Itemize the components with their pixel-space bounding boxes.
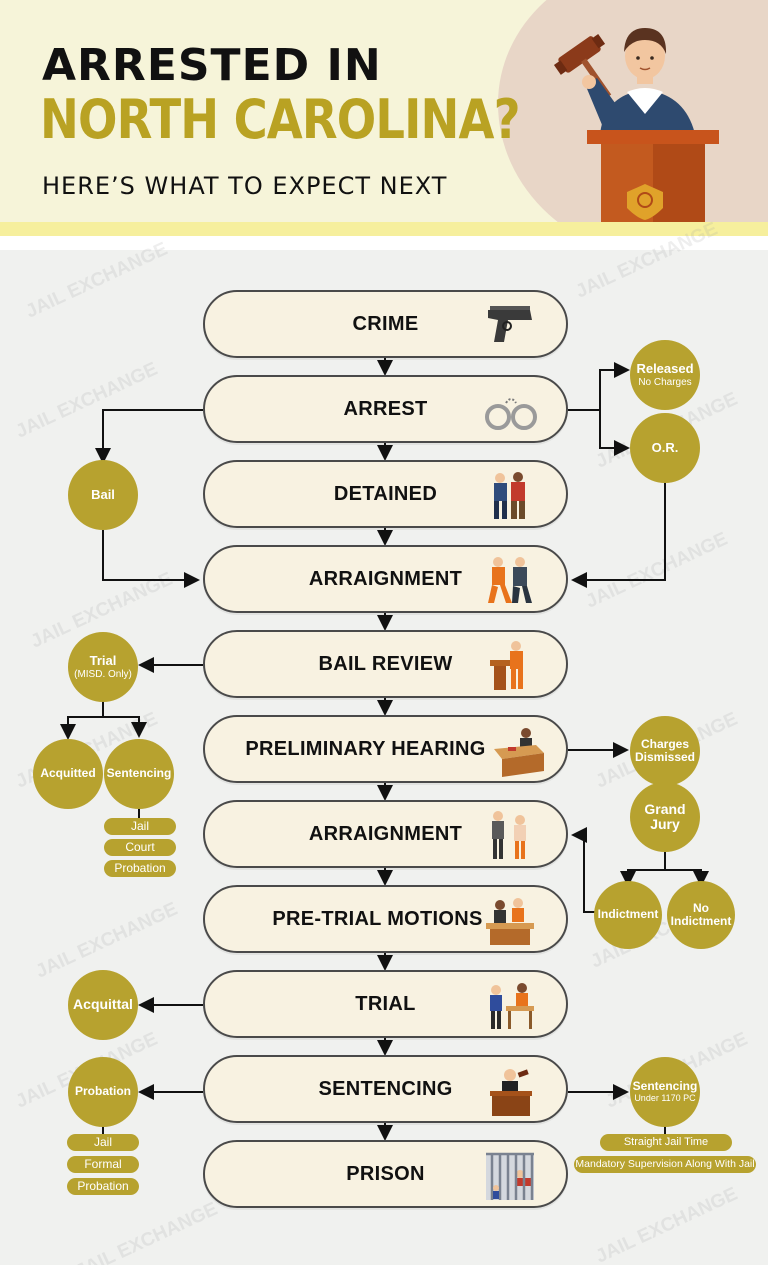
node-label: Charges Dismissed: [634, 736, 696, 764]
node-label: Sentencing: [632, 1079, 698, 1094]
prison-cell-icon: [486, 1152, 534, 1200]
step-bail-review: BAIL REVIEW: [203, 630, 568, 698]
node-or: O.R.: [630, 413, 700, 483]
step-label: BAIL REVIEW: [318, 652, 453, 675]
node-indictment: Indictment: [594, 881, 662, 949]
node-label: Indictment: [597, 907, 659, 922]
step-label: PRELIMINARY HEARING: [245, 737, 486, 760]
step-label: ARRAIGNMENT: [308, 567, 463, 590]
node-grand-jury: Grand Jury: [630, 782, 700, 852]
node-sublabel: (MISD. Only): [74, 668, 132, 680]
node-label: Probation: [75, 1084, 131, 1099]
node-sublabel: No Charges: [638, 376, 692, 388]
step-label: SENTENCING: [318, 1077, 453, 1100]
step-detained: DETAINED: [203, 460, 568, 528]
node-label: Grand Jury: [644, 800, 686, 832]
tag-sentencing-jail: Jail: [104, 818, 176, 835]
arrest-to-bail-connector: [95, 409, 203, 464]
grand-jury-to-outcomes-connector: [620, 852, 666, 887]
indictment-to-arraignment-connector: [571, 827, 596, 913]
node-bail: Bail: [68, 460, 138, 530]
tag-probation-jail: Jail: [67, 1134, 139, 1151]
step-crime: CRIME: [203, 290, 568, 358]
tag-sentencing-court: Court: [104, 839, 176, 856]
step-label: ARRAIGNMENT: [308, 822, 463, 845]
node-label: Released: [636, 361, 694, 377]
step-preliminary-hearing: PRELIMINARY HEARING: [203, 715, 568, 783]
node-label: Acquitted: [40, 766, 96, 781]
step-pre-trial-motions: PRE-TRIAL MOTIONS: [203, 885, 568, 953]
or-to-arraignment-connector: [571, 482, 666, 588]
arrest-to-or-connector: [599, 410, 630, 456]
step-arraignment-2: ARRAIGNMENT: [203, 800, 568, 868]
node-acquitted: Acquitted: [33, 739, 103, 809]
node-label: No Indictment: [670, 900, 732, 928]
courtroom-table-icon: [486, 898, 534, 945]
officer-detaining-icon: [494, 472, 525, 519]
node-released: Released No Charges: [630, 340, 700, 410]
handcuffs-icon: [485, 398, 537, 430]
bail-to-arraignment-connector: [102, 530, 200, 588]
node-sublabel: Under 1170 PC: [634, 1092, 696, 1103]
node-acquittal: Acquittal: [68, 970, 138, 1040]
step-trial: TRIAL: [203, 970, 568, 1038]
node-no-indictment: No Indictment: [667, 881, 735, 949]
header-divider: [0, 236, 768, 250]
step-label: CRIME: [352, 312, 419, 335]
judge-illustration: [553, 28, 719, 222]
node-label: Acquittal: [73, 996, 133, 1013]
step-prison: PRISON: [203, 1140, 568, 1208]
step-label: DETAINED: [333, 482, 438, 505]
title-line-2: NORTH CAROLINA?: [40, 88, 521, 151]
step-label: PRISON: [346, 1162, 425, 1185]
title-line-1: ARRESTED IN: [42, 40, 382, 91]
handgun-icon: [488, 306, 532, 342]
step-label: PRE-TRIAL MOTIONS: [272, 907, 483, 930]
prisoner-at-podium-icon: [490, 641, 523, 690]
node-charges-dismissed: Charges Dismissed: [630, 716, 700, 786]
node-label: O.R.: [651, 439, 679, 455]
judge-gavel-icon: [490, 1069, 532, 1116]
node-label: Sentencing: [106, 766, 172, 781]
lawyer-and-defendant-icon: [492, 811, 526, 859]
step-sentencing: SENTENCING: [203, 1055, 568, 1123]
step-arraignment: ARRAIGNMENT: [203, 545, 568, 613]
step-label: TRIAL: [355, 992, 416, 1015]
node-sentencing-right: Sentencing Under 1170 PC: [630, 1057, 700, 1127]
step-arrest: ARREST: [203, 375, 568, 443]
trial-table-icon: [490, 983, 534, 1029]
step-label: ARREST: [343, 397, 428, 420]
node-label: Bail: [91, 486, 115, 502]
node-sentencing-left: Sentencing: [104, 739, 174, 809]
node-label: Trial: [89, 653, 117, 669]
node-trial-misd: Trial (MISD. Only): [68, 632, 138, 702]
tag-probation-probation: Probation: [67, 1178, 139, 1195]
tag-probation-formal: Formal: [67, 1156, 139, 1173]
tag-mandatory-supervision: Mandatory Supervision Along With Jail: [574, 1156, 756, 1173]
header-stripe: [0, 222, 768, 236]
header: ARRESTED IN NORTH CAROLINA? HERE’S WHAT …: [0, 0, 768, 222]
subtitle: HERE’S WHAT TO EXPECT NEXT: [42, 172, 448, 200]
tag-sentencing-probation: Probation: [104, 860, 176, 877]
tag-straight-jail-time: Straight Jail Time: [600, 1134, 732, 1151]
judge-desk-icon: [494, 728, 544, 777]
arrest-to-released-connector: [568, 362, 630, 411]
node-probation: Probation: [68, 1057, 138, 1127]
officer-escorting-prisoner-icon: [488, 557, 532, 603]
